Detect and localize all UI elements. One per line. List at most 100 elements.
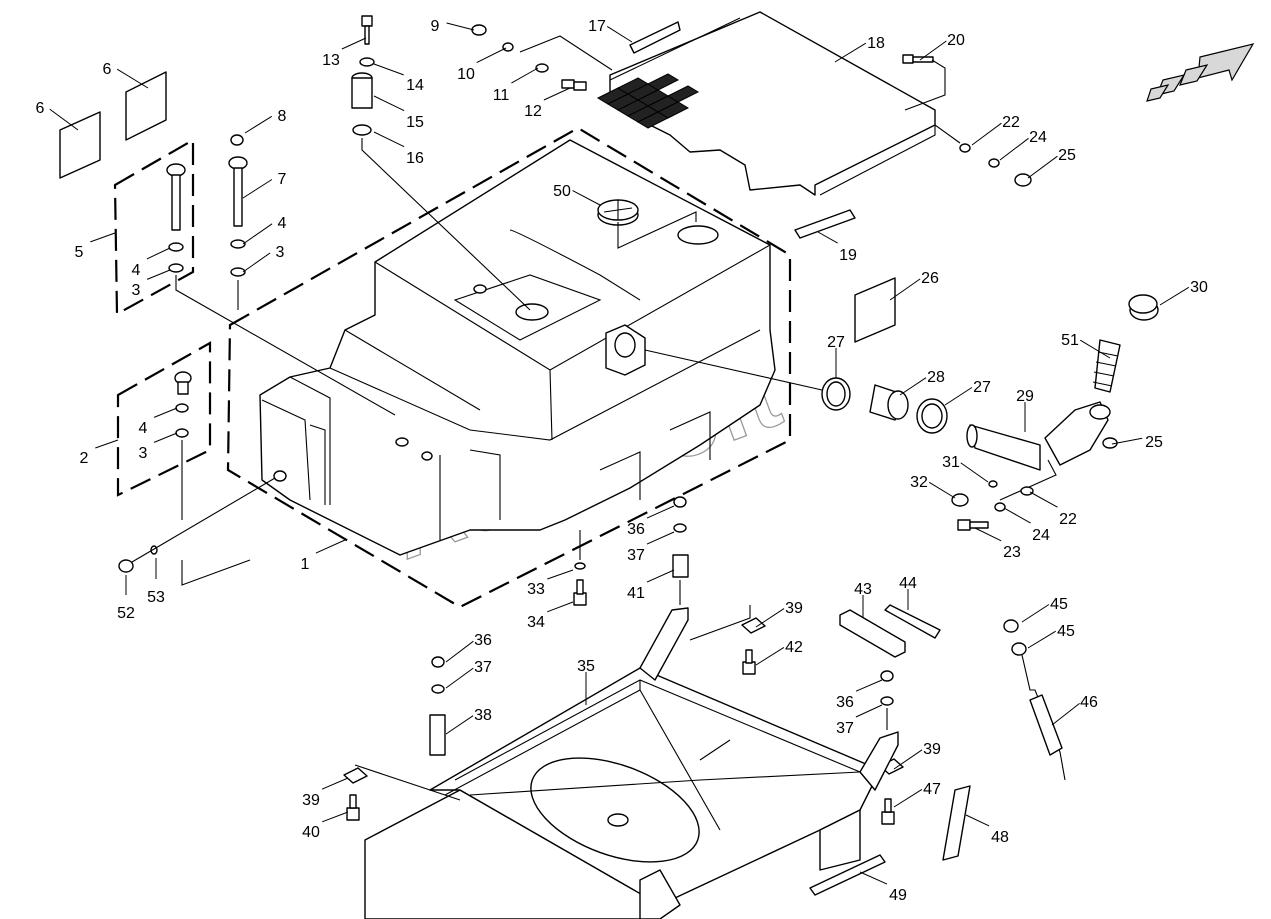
part-number-label: 16 — [406, 150, 424, 167]
callout-39: 39 — [893, 741, 941, 770]
part-number-label: 34 — [527, 614, 545, 631]
leader-line — [1021, 604, 1050, 623]
callout-32: 32 — [910, 474, 956, 499]
callout-34: 34 — [527, 601, 574, 631]
callout-51: 51 — [1061, 332, 1111, 359]
tank-group-boundary — [226, 126, 792, 609]
leader-line — [446, 22, 475, 31]
part-number-label: 15 — [406, 114, 424, 131]
part-number-label: 52 — [117, 605, 135, 622]
part-number-label: 18 — [867, 35, 885, 52]
bolt-stack-13-16 — [351, 15, 531, 311]
part-number-label: 20 — [947, 32, 965, 49]
callout-2: 2 — [80, 439, 119, 467]
callout-19: 19 — [817, 231, 857, 264]
leader-line — [315, 539, 346, 554]
pad-6-right — [125, 71, 167, 141]
part-number-label: 22 — [1002, 114, 1020, 131]
part-number-label: 24 — [1029, 129, 1047, 146]
leader-line — [146, 247, 171, 260]
leader-line — [445, 667, 474, 689]
tank-support-frame-35 — [354, 605, 899, 919]
callout-4: 4 — [139, 407, 178, 437]
leader-line — [974, 527, 1002, 542]
part-number-label: 12 — [524, 103, 542, 120]
leader-line — [153, 407, 178, 418]
part-number-label: 48 — [991, 829, 1009, 846]
part-number-label: 49 — [889, 887, 907, 904]
leader-line — [971, 122, 1002, 146]
callout-8: 8 — [244, 108, 287, 134]
direction-arrow-icon — [1146, 43, 1255, 102]
leader-line — [321, 777, 349, 790]
callout-28: 28 — [899, 369, 945, 396]
leader-line — [859, 871, 888, 885]
spacer-stack-36-38 — [429, 656, 446, 756]
filler-neck-assembly — [644, 294, 1159, 531]
cover-plate-18 — [596, 11, 936, 196]
part-number-label: 19 — [839, 247, 857, 264]
leader-line — [572, 190, 601, 206]
leader-line — [242, 252, 271, 273]
leader-line — [445, 715, 474, 735]
part-number-label: 33 — [527, 581, 545, 598]
part-number-label: 27 — [827, 334, 845, 351]
leader-line — [893, 749, 923, 770]
leader-line — [855, 679, 883, 692]
callout-36: 36 — [445, 632, 492, 663]
callout-41: 41 — [627, 569, 675, 602]
part-number-label: 39 — [302, 792, 320, 809]
fasteners-20-25-top — [902, 54, 1032, 187]
part-number-label: 4 — [132, 262, 141, 279]
leader-line — [889, 278, 921, 301]
part-number-label: 43 — [854, 581, 872, 598]
leader-line — [341, 37, 367, 50]
callout-14: 14 — [373, 63, 424, 94]
leader-line — [373, 95, 405, 112]
leader-line — [646, 531, 675, 545]
leader-line — [146, 269, 171, 280]
leader-line — [49, 108, 79, 131]
callout-29: 29 — [1016, 388, 1034, 432]
leader-line — [928, 481, 956, 499]
callout-45: 45 — [1027, 623, 1075, 649]
callout-45: 45 — [1021, 596, 1068, 623]
callout-27: 27 — [944, 379, 991, 406]
bar-43 — [839, 609, 906, 658]
part-number-label: 42 — [785, 639, 803, 656]
leader-line — [242, 223, 273, 245]
callout-27: 27 — [827, 334, 845, 378]
callout-1: 1 — [301, 539, 346, 573]
callout-39: 39 — [755, 600, 803, 628]
leader-line — [373, 131, 405, 148]
cover-grille — [596, 73, 700, 129]
callout-37: 37 — [836, 704, 883, 737]
part-number-label: 9 — [431, 18, 440, 35]
callout-44: 44 — [899, 575, 917, 610]
leader-line — [960, 462, 989, 483]
part-number-label: 6 — [103, 61, 112, 78]
leader-line — [999, 137, 1029, 161]
callout-31: 31 — [942, 454, 989, 483]
part-number-label: 37 — [836, 720, 854, 737]
callout-5: 5 — [75, 232, 116, 261]
leader-line — [242, 179, 273, 199]
leader-line — [1111, 437, 1143, 445]
callout-43: 43 — [854, 581, 872, 618]
leader-line — [755, 608, 785, 628]
part-number-label: 5 — [75, 244, 84, 261]
drain-kit-2 — [174, 371, 251, 586]
sender-kit-7-8 — [228, 134, 248, 310]
rod-44 — [884, 604, 941, 639]
callout-50: 50 — [553, 183, 601, 206]
part-number-label: 1 — [301, 556, 310, 573]
leader-line — [965, 814, 990, 827]
callout-47: 47 — [893, 781, 941, 808]
part-number-label: 2 — [80, 450, 89, 467]
leader-line — [445, 640, 474, 663]
callout-22: 22 — [971, 114, 1020, 146]
leader-line — [511, 67, 539, 84]
pad-26 — [854, 277, 896, 343]
part-number-label: 25 — [1145, 434, 1163, 451]
